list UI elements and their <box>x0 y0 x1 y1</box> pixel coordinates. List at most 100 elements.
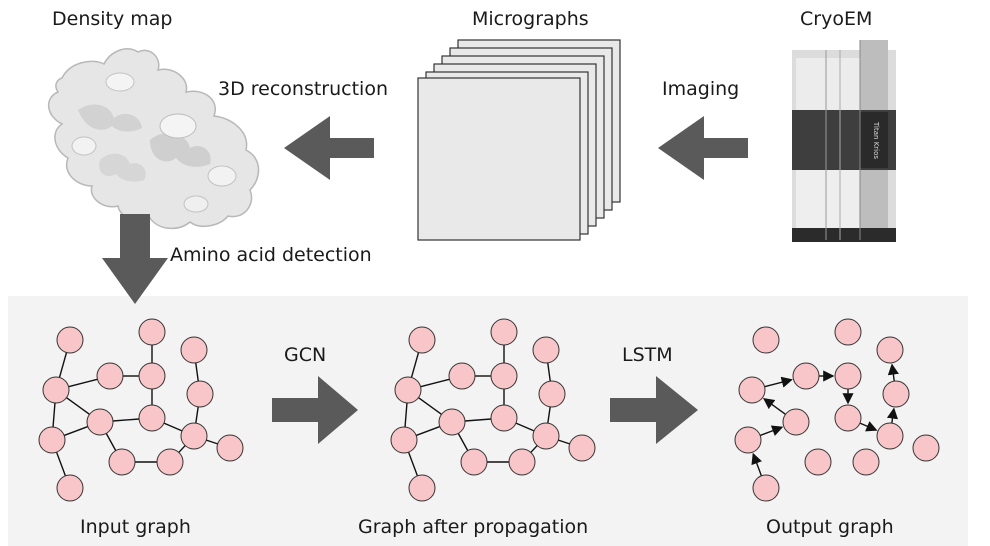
arrow-gcn <box>272 376 358 444</box>
lstm-label: LSTM <box>622 344 673 366</box>
propagation-graph-node <box>490 318 518 346</box>
propagation-graph-node <box>490 362 518 390</box>
detection-label: Amino acid detection <box>170 244 372 266</box>
microscope-brand-text: Titan Krios <box>872 121 880 159</box>
input-graph-node <box>96 362 124 390</box>
input-graph-edge <box>52 402 56 428</box>
output-graph-node <box>782 408 810 436</box>
output-graph <box>734 318 940 502</box>
input-graph-node <box>180 422 208 450</box>
propagation-graph-node <box>568 434 596 462</box>
density-map-image <box>48 48 260 230</box>
output-graph-edge <box>859 421 878 432</box>
propagation-graph-edge <box>558 439 570 445</box>
graphs <box>38 318 940 502</box>
propagation-graph-node <box>438 408 466 436</box>
propagation-graph-edge <box>515 422 535 432</box>
output-graph-node <box>752 474 780 502</box>
input-graph-edge <box>68 378 98 388</box>
input-graph-node <box>108 448 136 476</box>
input-graph-edge <box>105 433 117 451</box>
propagation-graph-edge <box>547 406 551 424</box>
output-graph-node <box>834 404 862 432</box>
propagation-graph <box>390 318 596 502</box>
input-graph-edge <box>178 445 186 453</box>
input-graph-node <box>138 318 166 346</box>
propagation-graph-edge <box>457 433 469 451</box>
propagation-graph-edge <box>420 378 450 388</box>
output-graph-node <box>752 326 780 354</box>
output-graph-node <box>738 376 766 404</box>
cryoem-microscope-image: Titan Krios <box>792 40 896 242</box>
input-graph-node <box>180 336 208 364</box>
output-graph-edge <box>759 425 784 437</box>
output-graph-node <box>834 318 862 346</box>
input-graph <box>38 318 244 502</box>
input-graph-edge <box>195 406 199 424</box>
input-graph-node <box>156 448 184 476</box>
propagation-graph-node <box>538 380 566 408</box>
propagation-graph-edge <box>418 397 442 415</box>
input-graph-edge <box>63 425 89 437</box>
propagation-graph-edge <box>464 418 492 422</box>
propagation-graph-node <box>508 448 536 476</box>
input-graph-node <box>138 362 166 390</box>
propagation-graph-node <box>408 326 436 354</box>
pipeline-arrows <box>102 116 748 444</box>
imaging-label: Imaging <box>662 78 740 100</box>
input-graph-node <box>42 376 70 404</box>
output-graph-edge <box>762 397 786 415</box>
propagation-graph-label: Graph after propagation <box>358 516 589 538</box>
output-graph-label: Output graph <box>766 516 894 538</box>
propagation-graph-edge <box>410 352 420 378</box>
arrow-imaging <box>658 116 748 180</box>
propagation-graph-edge <box>547 362 551 382</box>
propagation-graph-node <box>390 426 418 454</box>
input-graph-node <box>38 426 66 454</box>
output-graph-node <box>882 380 910 408</box>
output-graph-edge <box>887 363 899 382</box>
output-graph-node <box>852 448 880 476</box>
input-graph-node <box>216 434 244 462</box>
input-graph-edge <box>55 451 67 477</box>
micrographs-stack <box>417 39 621 241</box>
input-graph-edge <box>112 418 140 422</box>
input-graph-node <box>86 408 114 436</box>
arrow-lstm <box>610 376 698 444</box>
input-graph-node <box>56 474 84 502</box>
propagation-graph-node <box>460 448 488 476</box>
output-graph-node <box>912 434 940 462</box>
input-graph-node <box>186 380 214 408</box>
propagation-graph-node <box>394 376 422 404</box>
output-graph-node <box>804 448 832 476</box>
output-graph-edge <box>764 376 793 388</box>
propagation-graph-edge <box>530 445 538 453</box>
input-graph-node <box>138 404 166 432</box>
output-graph-node <box>792 362 820 390</box>
input-graph-label: Input graph <box>80 516 191 538</box>
output-graph-edge <box>751 452 763 477</box>
propagation-graph-node <box>490 404 518 432</box>
output-graph-node <box>834 362 862 390</box>
arrow-detection <box>102 214 168 304</box>
propagation-graph-node <box>408 474 436 502</box>
cryoem-label: CryoEM <box>800 8 873 30</box>
input-graph-edge <box>163 422 183 432</box>
arrow-reconstruction <box>284 116 374 180</box>
input-graph-edge <box>206 439 218 445</box>
input-graph-node <box>56 326 84 354</box>
propagation-graph-edge <box>415 425 441 437</box>
output-graph-node <box>876 336 904 364</box>
input-graph-edge <box>66 397 90 415</box>
input-graph-edge <box>195 362 199 382</box>
micrographs-label: Micrographs <box>472 8 589 30</box>
density-map-label: Density map <box>52 8 173 30</box>
reconstruction-label: 3D reconstruction <box>218 78 388 100</box>
propagation-graph-edge <box>407 451 419 477</box>
propagation-graph-node <box>532 422 560 450</box>
output-graph-edge <box>886 407 899 424</box>
propagation-graph-node <box>532 336 560 364</box>
input-graph-edge <box>58 352 68 378</box>
propagation-graph-edge <box>404 402 408 428</box>
